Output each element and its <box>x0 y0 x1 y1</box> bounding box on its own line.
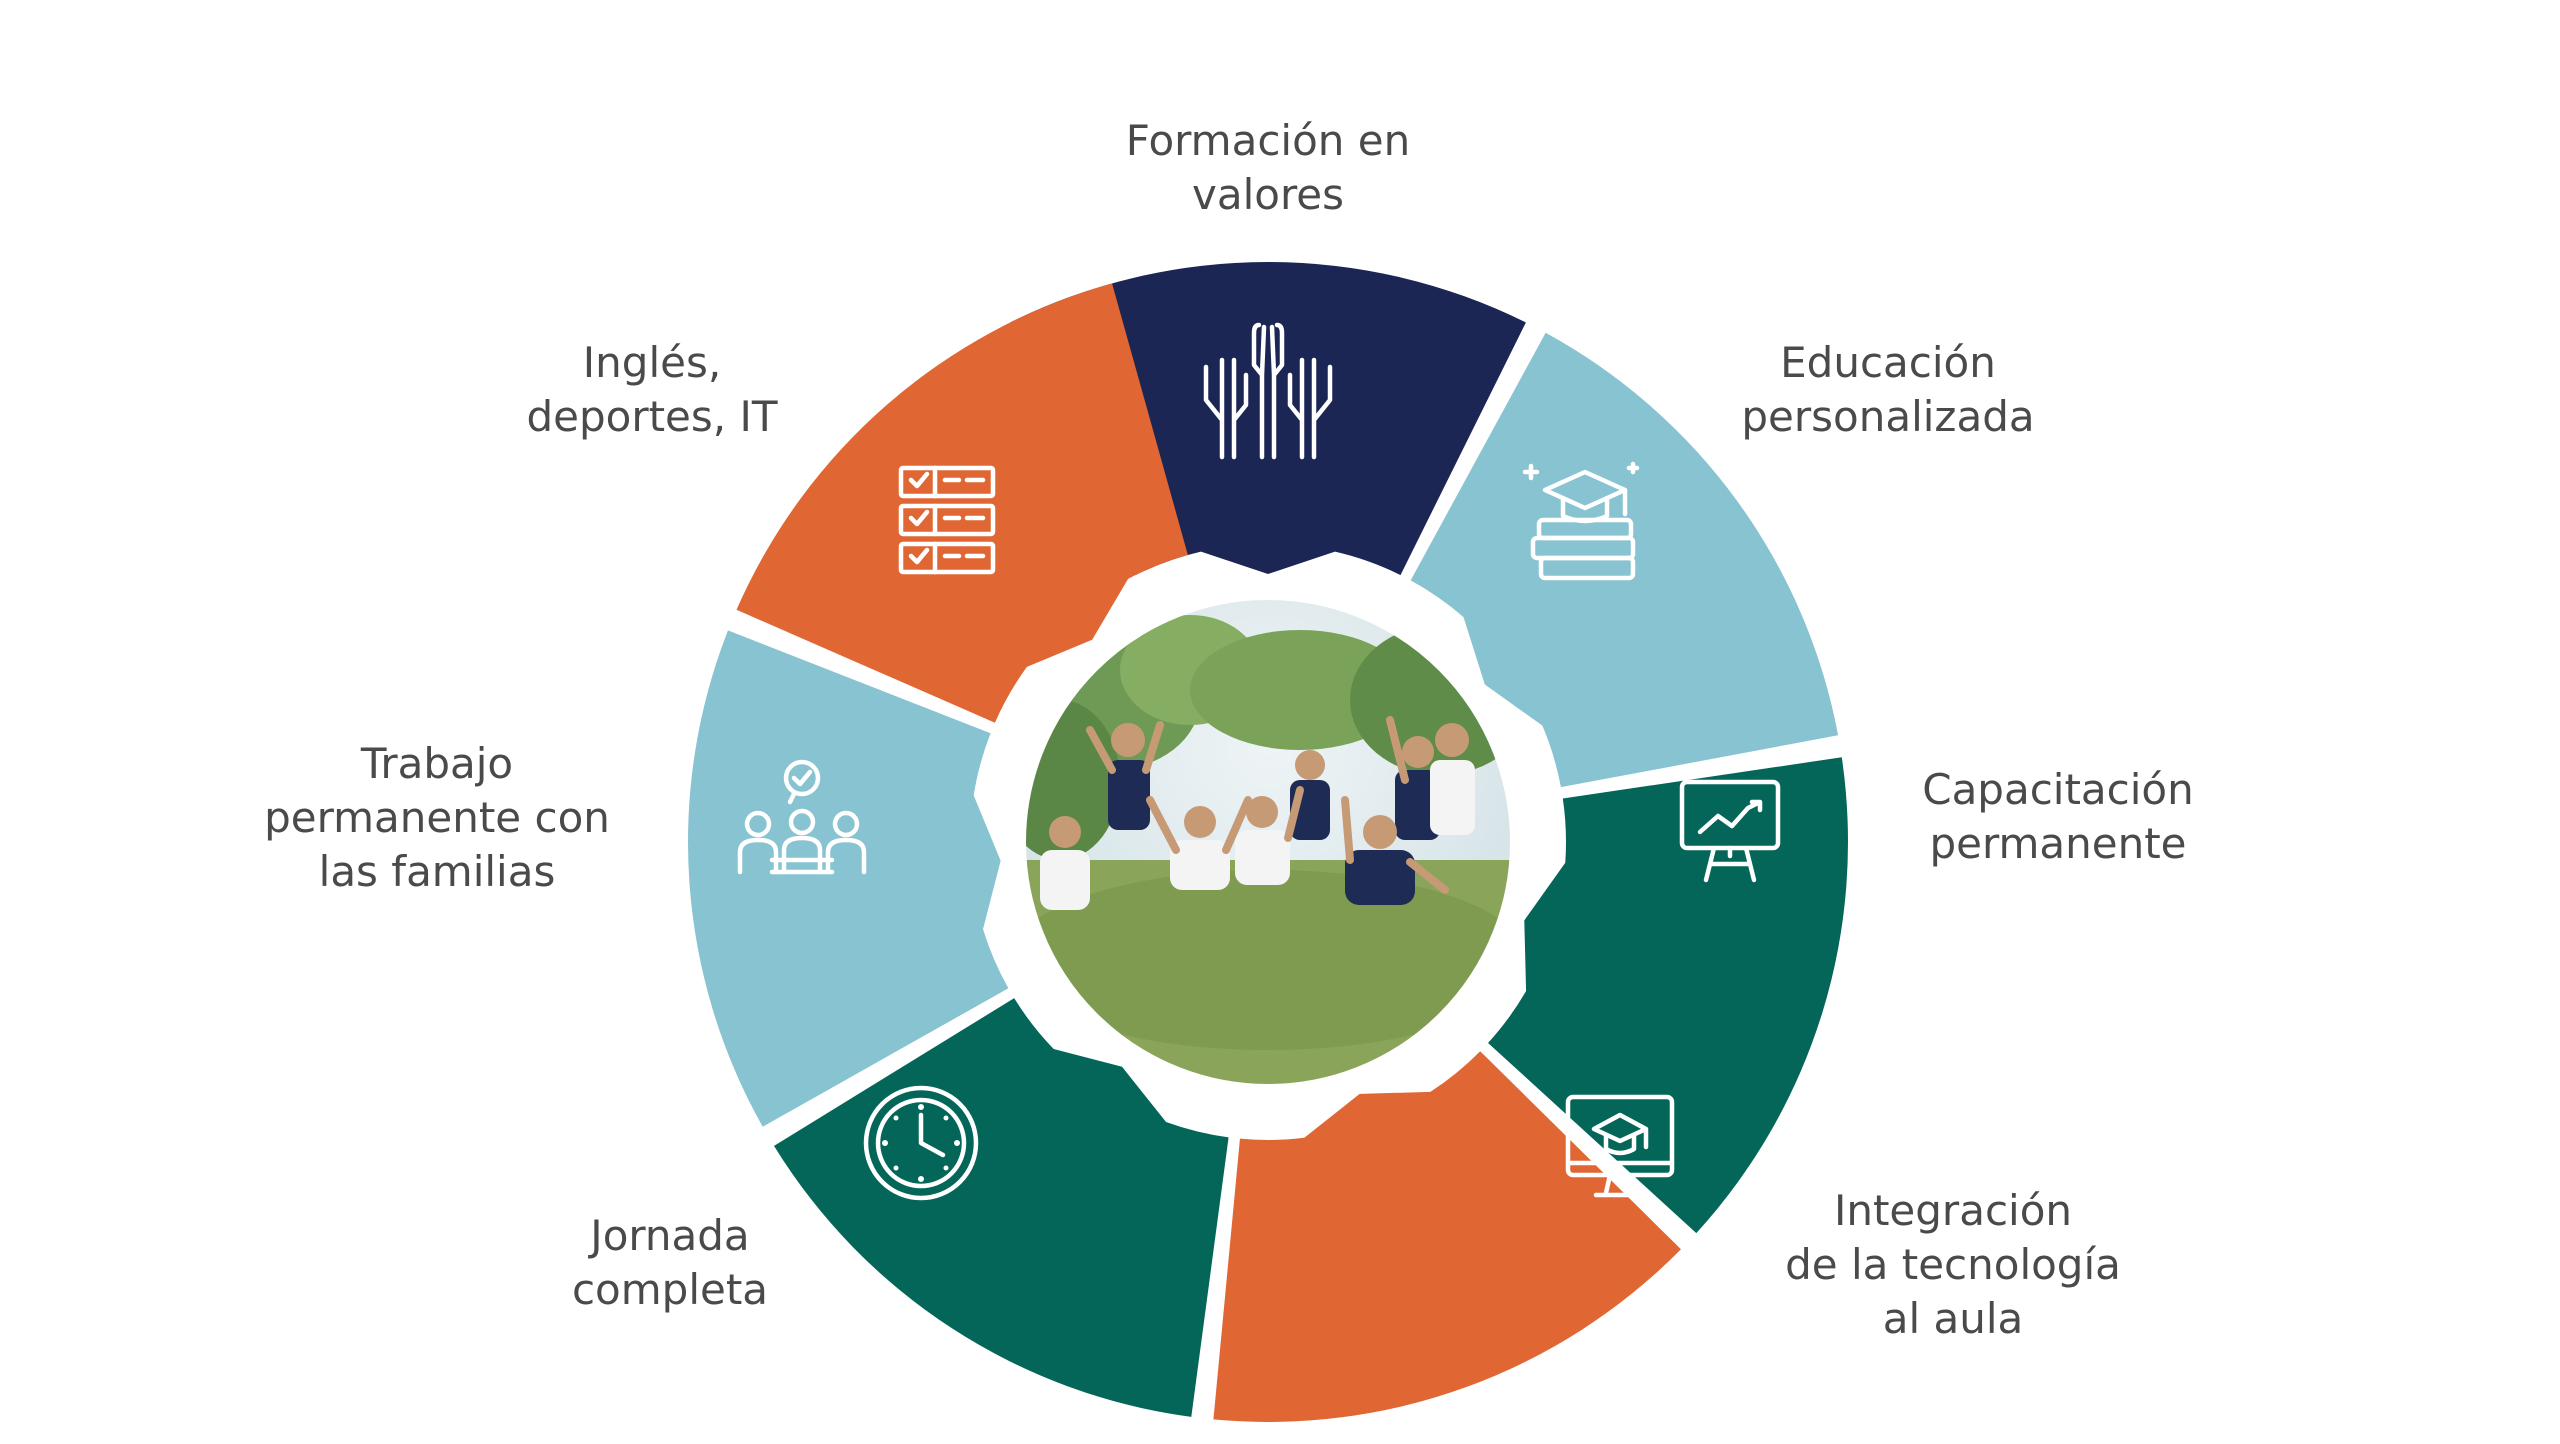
label-line: Formación en <box>1125 116 1411 165</box>
segment-shape-integracion <box>1213 1051 1681 1422</box>
label-line: permanente <box>1929 819 2187 868</box>
label-line: valores <box>1191 170 1345 219</box>
label-line: Educación <box>1780 338 1996 387</box>
label-line: Trabajo <box>360 739 514 788</box>
raised-hands-icon <box>1203 322 1333 460</box>
segment-shape-trabajo <box>687 630 1009 1127</box>
segment-capacitacion <box>1488 757 1848 1234</box>
label-line: permanente con <box>264 793 610 842</box>
segment-shape-ingles <box>736 283 1188 723</box>
label-trabajo: Trabajo permanente con las familias <box>264 737 610 899</box>
label-line: personalizada <box>1741 392 2035 441</box>
graduation-books-icon <box>1522 461 1640 581</box>
presentation-board-icon <box>1679 779 1781 883</box>
label-line: completa <box>571 1265 769 1314</box>
segment-shape-jornada <box>773 998 1229 1417</box>
label-line: Capacitación <box>1922 765 2194 814</box>
label-line: las familias <box>318 847 556 896</box>
segment-integracion <box>1213 1051 1681 1422</box>
label-line: de la tecnología <box>1785 1240 2121 1289</box>
label-integracion: Integración de la tecnología al aula <box>1785 1184 2121 1346</box>
segment-shape-capacitacion <box>1488 757 1848 1234</box>
label-line: Integración <box>1833 1186 2073 1235</box>
segment-ingles <box>736 283 1188 723</box>
label-ingles: Inglés, deportes, IT <box>526 336 777 444</box>
segment-educacion <box>1410 332 1839 788</box>
family-meeting-icon <box>737 759 867 875</box>
label-jornada: Jornada completa <box>572 1209 768 1317</box>
label-line: al aula <box>1882 1294 2024 1343</box>
label-line: deportes, IT <box>526 392 778 441</box>
label-capacitacion: Capacitación permanente <box>1922 763 2194 871</box>
label-educacion: Educación personalizada <box>1741 336 2034 444</box>
label-formacion: Formación en valores <box>1126 114 1410 222</box>
checklist-icon <box>898 465 996 575</box>
segment-trabajo <box>687 630 1009 1127</box>
label-line: Inglés, <box>582 338 722 387</box>
clock-icon <box>863 1085 979 1201</box>
segment-jornada <box>773 998 1229 1417</box>
label-line: Jornada <box>590 1211 750 1260</box>
computer-graduation-cap-icon <box>1565 1094 1675 1198</box>
center-photo <box>1025 599 1511 1085</box>
